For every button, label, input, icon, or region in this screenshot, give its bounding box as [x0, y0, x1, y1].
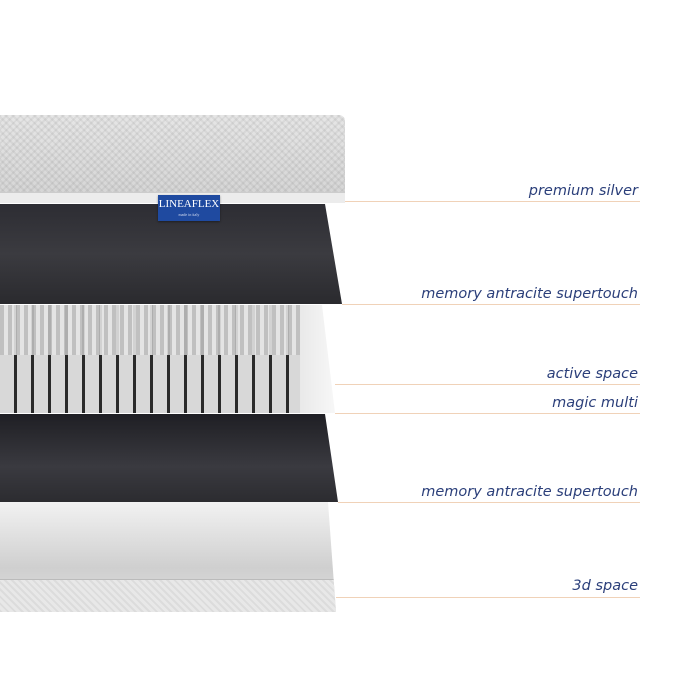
- leader-line: [335, 384, 640, 385]
- active-space-springs: [0, 305, 300, 413]
- layer-label: memory antracite supertouch: [421, 286, 638, 302]
- leader-line: [336, 597, 640, 598]
- layer-label: 3d space: [572, 578, 638, 594]
- premium-silver-cover-layer: [0, 115, 345, 203]
- layer-label: memory antracite supertouch: [421, 484, 638, 500]
- 3d-space-base-layer: [0, 502, 336, 612]
- layer-label: magic multi: [552, 395, 638, 411]
- leader-line: [342, 304, 640, 305]
- layer-label: premium silver: [528, 183, 638, 199]
- leader-line: [345, 201, 640, 202]
- leader-line: [338, 502, 640, 503]
- memory-layer-bottom: [0, 414, 338, 502]
- magic-multi-foam-edge: [300, 305, 335, 413]
- base-band: [0, 579, 336, 612]
- leader-line: [335, 413, 640, 414]
- logo-tagline: made in italy: [178, 212, 200, 217]
- logo-text: LINEAFLEX: [158, 198, 220, 210]
- brand-logo: LINEAFLEX made in italy: [158, 195, 220, 221]
- layer-label: active space: [546, 366, 638, 382]
- spring-tops: [0, 305, 300, 355]
